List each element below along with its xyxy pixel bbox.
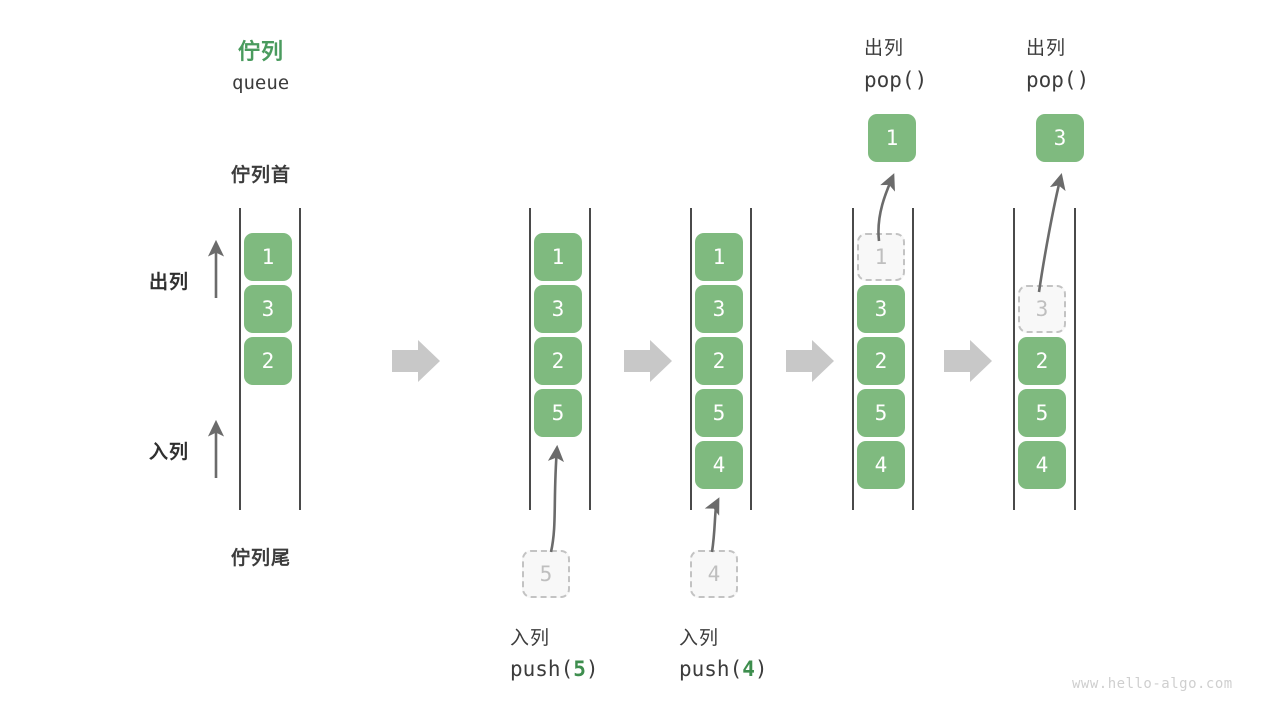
queue-cell: 5 xyxy=(1018,389,1066,437)
cell-value: 1 xyxy=(712,245,726,269)
enqueue-caption-cn-push-5: 入列 xyxy=(510,628,551,649)
cell-value: 2 xyxy=(712,349,726,373)
removed-element-ghost: 3 xyxy=(1018,285,1066,333)
code-suffix: ) xyxy=(754,657,768,681)
cell-value: 5 xyxy=(874,401,888,425)
code-prefix: push( xyxy=(510,657,574,681)
dequeue-header-code-pop-3: pop() xyxy=(1026,68,1090,92)
cell-value: 4 xyxy=(874,453,888,477)
queue-cell: 5 xyxy=(534,389,582,437)
queue-rail-right-push-4 xyxy=(750,208,752,510)
enqueue-direction-label: 入列 xyxy=(149,442,190,463)
cell-value: 1 xyxy=(885,126,899,150)
queue-rail-left-push-4 xyxy=(690,208,692,510)
code-arg: 4 xyxy=(742,657,755,681)
queue-cell: 3 xyxy=(534,285,582,333)
enqueue-caption-code-push-5: push(5) xyxy=(510,657,599,681)
queue-cell: 3 xyxy=(857,285,905,333)
cell-value: 4 xyxy=(1035,453,1049,477)
cell-value: 2 xyxy=(551,349,565,373)
step-arrow-4 xyxy=(944,340,992,382)
queue-cell: 2 xyxy=(857,337,905,385)
queue-rail-left-pop-3 xyxy=(1013,208,1015,510)
removed-element-ghost: 1 xyxy=(857,233,905,281)
queue-rail-right-initial xyxy=(299,208,301,510)
step-arrow-2 xyxy=(624,340,672,382)
popped-element: 1 xyxy=(868,114,916,162)
queue-cell: 5 xyxy=(695,389,743,437)
queue-rail-right-push-5 xyxy=(589,208,591,510)
queue-cell: 4 xyxy=(857,441,905,489)
queue-rail-left-push-5 xyxy=(529,208,531,510)
push-4-arrow xyxy=(704,497,720,553)
queue-title-en: queue xyxy=(232,72,290,94)
site-watermark: www.hello-algo.com xyxy=(1072,676,1233,692)
queue-cell: 4 xyxy=(695,441,743,489)
cell-value: 5 xyxy=(1035,401,1049,425)
cell-value: 3 xyxy=(551,297,565,321)
code-arg: 5 xyxy=(573,657,586,681)
step-arrow-1 xyxy=(392,340,440,382)
push-5-arrow xyxy=(547,444,565,553)
queue-tail-label: 佇列尾 xyxy=(231,548,292,569)
enqueue-caption-code-push-4: push(4) xyxy=(679,657,768,681)
queue-cell: 2 xyxy=(244,337,292,385)
pop-3-arrow xyxy=(1037,172,1066,293)
code-suffix: ) xyxy=(585,657,599,681)
cell-value: 2 xyxy=(874,349,888,373)
incoming-element-ghost: 4 xyxy=(690,550,738,598)
cell-value: 5 xyxy=(539,562,553,586)
queue-cell: 1 xyxy=(534,233,582,281)
queue-head-label: 佇列首 xyxy=(231,165,292,186)
code-prefix: push( xyxy=(679,657,743,681)
queue-rail-right-pop-1 xyxy=(912,208,914,510)
queue-cell: 5 xyxy=(857,389,905,437)
cell-value: 1 xyxy=(874,245,888,269)
cell-value: 4 xyxy=(712,453,726,477)
cell-value: 5 xyxy=(551,401,565,425)
dequeue-header-cn-pop-1: 出列 xyxy=(864,38,905,59)
cell-value: 4 xyxy=(707,562,721,586)
cell-value: 1 xyxy=(551,245,565,269)
cell-value: 3 xyxy=(874,297,888,321)
queue-cell: 4 xyxy=(1018,441,1066,489)
cell-value: 3 xyxy=(1053,126,1067,150)
queue-rail-right-pop-3 xyxy=(1074,208,1076,510)
enqueue-caption-cn-push-4: 入列 xyxy=(679,628,720,649)
cell-value: 2 xyxy=(1035,349,1049,373)
cell-value: 3 xyxy=(712,297,726,321)
step-arrow-3 xyxy=(786,340,834,382)
queue-cell: 2 xyxy=(534,337,582,385)
cell-value: 1 xyxy=(261,245,275,269)
popped-element: 3 xyxy=(1036,114,1084,162)
cell-value: 3 xyxy=(261,297,275,321)
cell-value: 5 xyxy=(712,401,726,425)
queue-cell: 2 xyxy=(695,337,743,385)
queue-cell: 3 xyxy=(244,285,292,333)
queue-title-cn: 佇列 xyxy=(238,39,285,64)
dequeue-direction-label: 出列 xyxy=(149,272,190,293)
dequeue-header-cn-pop-3: 出列 xyxy=(1026,38,1067,59)
queue-cell: 1 xyxy=(695,233,743,281)
cell-value: 3 xyxy=(1035,297,1049,321)
queue-cell: 2 xyxy=(1018,337,1066,385)
queue-rail-left-pop-1 xyxy=(852,208,854,510)
dequeue-header-code-pop-1: pop() xyxy=(864,68,928,92)
pop-1-arrow xyxy=(877,173,895,242)
incoming-element-ghost: 5 xyxy=(522,550,570,598)
queue-rail-left-initial xyxy=(239,208,241,510)
queue-cell: 1 xyxy=(244,233,292,281)
queue-cell: 3 xyxy=(695,285,743,333)
cell-value: 2 xyxy=(261,349,275,373)
